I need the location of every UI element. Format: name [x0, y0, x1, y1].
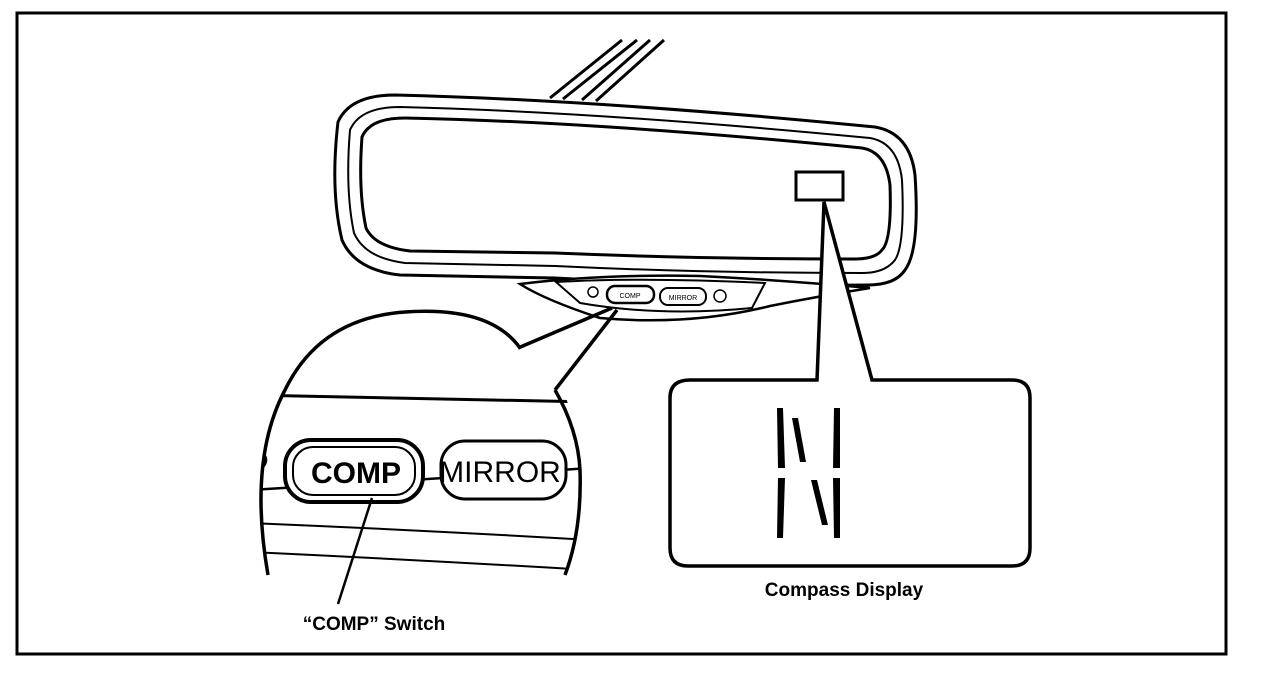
mirror-glass: [359, 116, 892, 261]
mirror-button-magnified[interactable]: [439, 439, 568, 501]
rearview-mirror: COMP MIRROR: [333, 93, 918, 322]
mirror-mirror-label-small: MIRROR: [669, 295, 697, 302]
comp-switch-label: “COMP” Switch: [303, 614, 446, 635]
mirror-comp-label-small: COMP: [620, 293, 641, 300]
diagram-border: [15, 11, 1228, 656]
comp-button-magnified[interactable]: [283, 438, 425, 504]
light-sensor-left-icon: [587, 286, 599, 298]
mirror-mount-stem: [549, 38, 666, 103]
comp-button-label: COMP: [311, 457, 401, 490]
magnifier-leader-right: [553, 308, 619, 392]
mirror-housing-inner-rim: [347, 105, 904, 275]
compass-display-label: Compass Display: [765, 580, 924, 601]
mirror-compass-window: [794, 170, 845, 202]
light-sensor-right-icon: [713, 289, 727, 303]
compass-heading-segments: [777, 408, 840, 538]
magnifier-leader-left: [517, 306, 613, 350]
mirror-comp-button-small[interactable]: [605, 284, 656, 305]
compass-display-box: [668, 201, 1032, 568]
magnifier-outline: [259, 309, 522, 576]
mirror-button-label: MIRROR: [439, 456, 561, 489]
mirror-mirror-button-small[interactable]: [659, 287, 707, 306]
compass-display-callout: N: [668, 201, 1032, 568]
comp-switch-magnifier: COMP MIRROR: [259, 306, 619, 576]
comp-switch-leader: [336, 497, 374, 605]
